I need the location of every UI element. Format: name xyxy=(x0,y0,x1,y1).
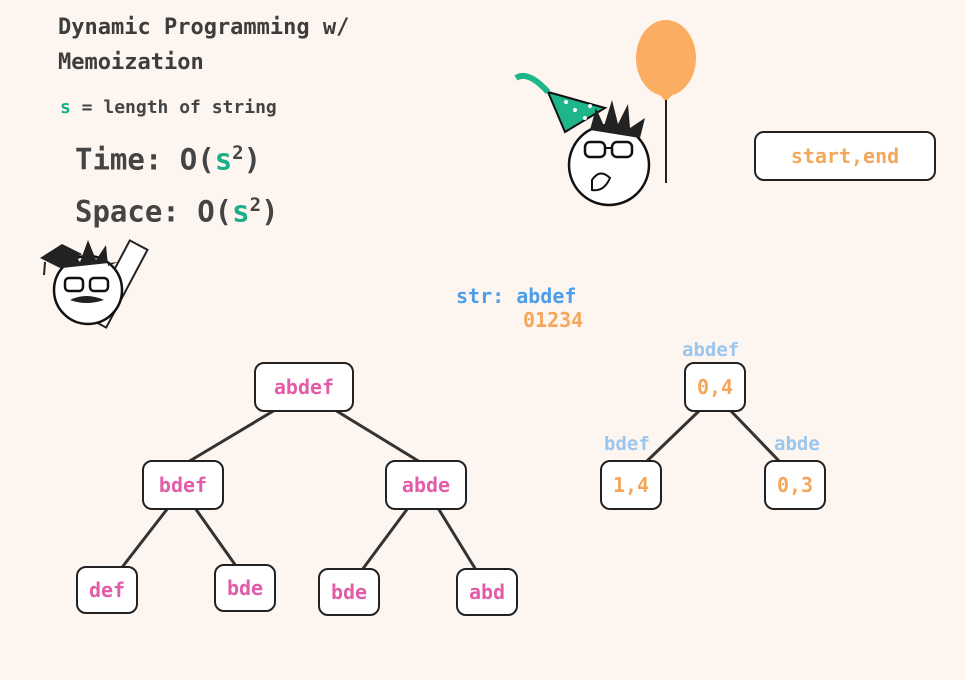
tree-node-right: abde xyxy=(385,460,467,510)
string-indices: 01234 xyxy=(523,308,584,332)
graduate-character-icon xyxy=(40,239,149,329)
title-line-1: Dynamic Programming w/ xyxy=(58,15,350,40)
variable-definition: s = length of string xyxy=(60,97,277,118)
tree-node-root: abdef xyxy=(254,362,354,412)
tree-node-leaf: bde xyxy=(214,564,276,612)
page-title: Dynamic Programming w/ Memoization xyxy=(58,10,349,80)
party-character-icon xyxy=(514,20,696,207)
space-label: Space: O( xyxy=(75,194,233,229)
time-var: s xyxy=(214,142,233,177)
space-close: ) xyxy=(261,194,279,229)
memo-right-label: abde xyxy=(774,433,820,455)
string-label: str: abdef xyxy=(456,284,576,308)
memo-key-box: start,end xyxy=(754,131,936,181)
time-close: ) xyxy=(243,142,262,177)
space-var: s xyxy=(232,194,250,229)
string-value: abdef xyxy=(516,284,577,308)
tree-node-leaf: def xyxy=(76,566,138,614)
left-tree-edges xyxy=(118,408,478,571)
right-tree-edges xyxy=(644,408,782,464)
tree-node-leaf: abd xyxy=(456,568,518,616)
memo-left-label: bdef xyxy=(604,433,650,455)
space-exp: 2 xyxy=(249,194,262,216)
tree-node-leaf: bde xyxy=(318,568,380,616)
memo-node-right: 0,3 xyxy=(764,460,826,510)
space-complexity: Space: O(s2) xyxy=(75,194,279,229)
memo-root-label: abdef xyxy=(682,339,740,361)
time-label: Time: O( xyxy=(75,142,215,177)
s-variable: s xyxy=(60,97,71,118)
title-line-2: Memoization xyxy=(58,50,204,75)
tree-node-left: bdef xyxy=(142,460,224,510)
time-complexity: Time: O(s2) xyxy=(75,142,261,177)
s-definition-text: = length of string xyxy=(70,97,277,118)
string-prefix: str: xyxy=(456,284,517,308)
memo-node-left: 1,4 xyxy=(600,460,662,510)
time-exp: 2 xyxy=(232,142,244,164)
memo-node-root: 0,4 xyxy=(684,362,746,412)
